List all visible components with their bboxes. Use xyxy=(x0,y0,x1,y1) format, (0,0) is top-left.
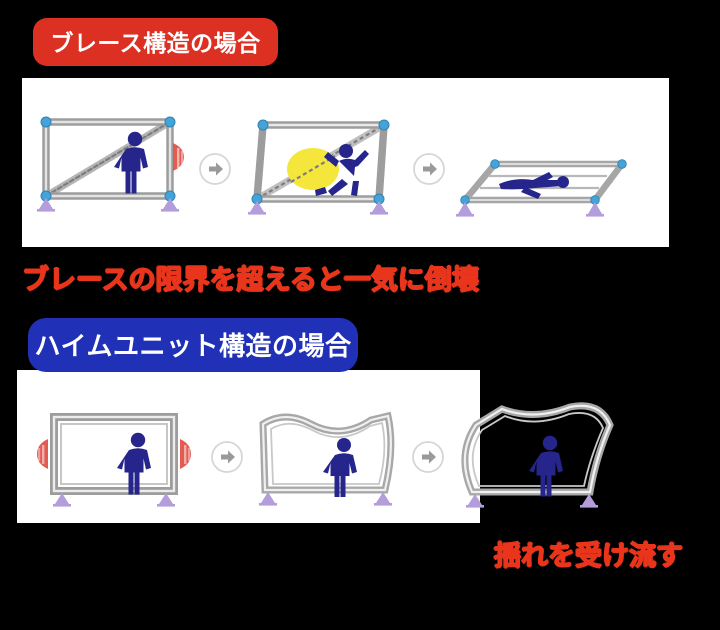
brace-section-badge: ブレース構造の場合 xyxy=(33,18,278,66)
arrow-right-circle-icon xyxy=(211,441,243,473)
base-support xyxy=(466,494,598,508)
arrow-right-circle-icon xyxy=(199,153,231,185)
brace-failure-burst xyxy=(287,148,339,190)
base-support xyxy=(456,202,604,217)
brace-frame-upright xyxy=(37,116,184,212)
frame-joint xyxy=(40,116,176,202)
person-standing xyxy=(323,438,357,497)
unit-section-panel xyxy=(17,370,480,523)
person-falling xyxy=(315,144,369,196)
shake-indicator-left xyxy=(37,439,48,469)
arrow-right-circle-icon xyxy=(412,441,444,473)
base-support xyxy=(37,198,179,212)
base-support xyxy=(53,493,175,507)
base-support xyxy=(259,492,392,506)
unit-frame-flexing-b xyxy=(461,402,614,508)
person-standing xyxy=(114,131,148,194)
brace-collapse-caption: ブレースの限界を超えると一気に倒壊 xyxy=(22,265,479,296)
frame-joint xyxy=(460,159,627,205)
unit-frame-flexing-a xyxy=(259,411,395,506)
shake-indicator-right xyxy=(180,439,191,469)
brace-frame-collapsed xyxy=(456,159,627,217)
person-lying xyxy=(499,172,569,199)
shake-indicator-right xyxy=(173,143,184,171)
unit-section-badge: ハイムユニット構造の場合 xyxy=(28,318,358,372)
brace-frame-deformed xyxy=(248,119,390,215)
arrow-right-circle-icon xyxy=(413,153,445,185)
person-standing xyxy=(117,432,151,495)
frame-joint xyxy=(251,119,390,205)
unit-absorb-caption: 揺れを受け流す xyxy=(494,541,683,572)
unit-frame-upright xyxy=(37,413,191,507)
person-standing xyxy=(529,435,563,497)
base-support xyxy=(248,201,388,215)
